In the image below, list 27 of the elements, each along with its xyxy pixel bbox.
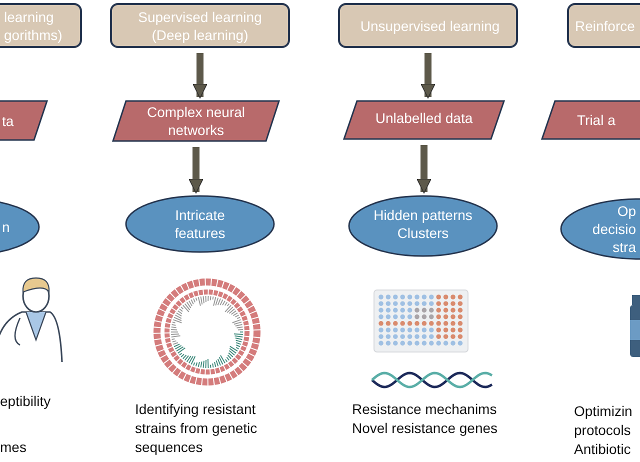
node-label: Reinforce	[575, 16, 636, 36]
arrow	[416, 145, 432, 194]
data-parallelogram	[343, 100, 505, 140]
caption-text: Resistance mechanims Novel resistance genes	[352, 400, 499, 438]
caption-text: mes	[0, 438, 28, 457]
node-label: Hidden patterns Clusters	[372, 206, 474, 243]
node-label: learning gorithms)	[4, 8, 64, 45]
caption-text: Optimizin protocols Antibiotic	[574, 402, 634, 459]
category-box	[338, 3, 518, 48]
node-label: Unsupervised learning	[359, 16, 501, 36]
node-label: n	[2, 218, 11, 237]
arrow	[192, 53, 208, 98]
arrow	[420, 53, 436, 98]
data-parallelogram	[112, 100, 280, 142]
node-label: Op decisio stra	[591, 202, 636, 257]
caption-text: Identifying resistant strains from genetic sequences	[135, 400, 258, 457]
arrow	[188, 147, 204, 194]
caption-text: eptibility	[0, 392, 52, 411]
node-label: Complex neural networks	[146, 103, 246, 140]
node-label: Intricate features	[174, 206, 226, 243]
node-label: ta	[2, 112, 15, 130]
node-label: Trial a	[577, 111, 616, 130]
node-label: Unlabelled data	[374, 109, 474, 128]
outcome-ellipse	[348, 195, 498, 257]
outcome-ellipse	[125, 195, 275, 253]
node-label: Supervised learning (Deep learning)	[137, 8, 263, 45]
category-box	[110, 3, 290, 48]
